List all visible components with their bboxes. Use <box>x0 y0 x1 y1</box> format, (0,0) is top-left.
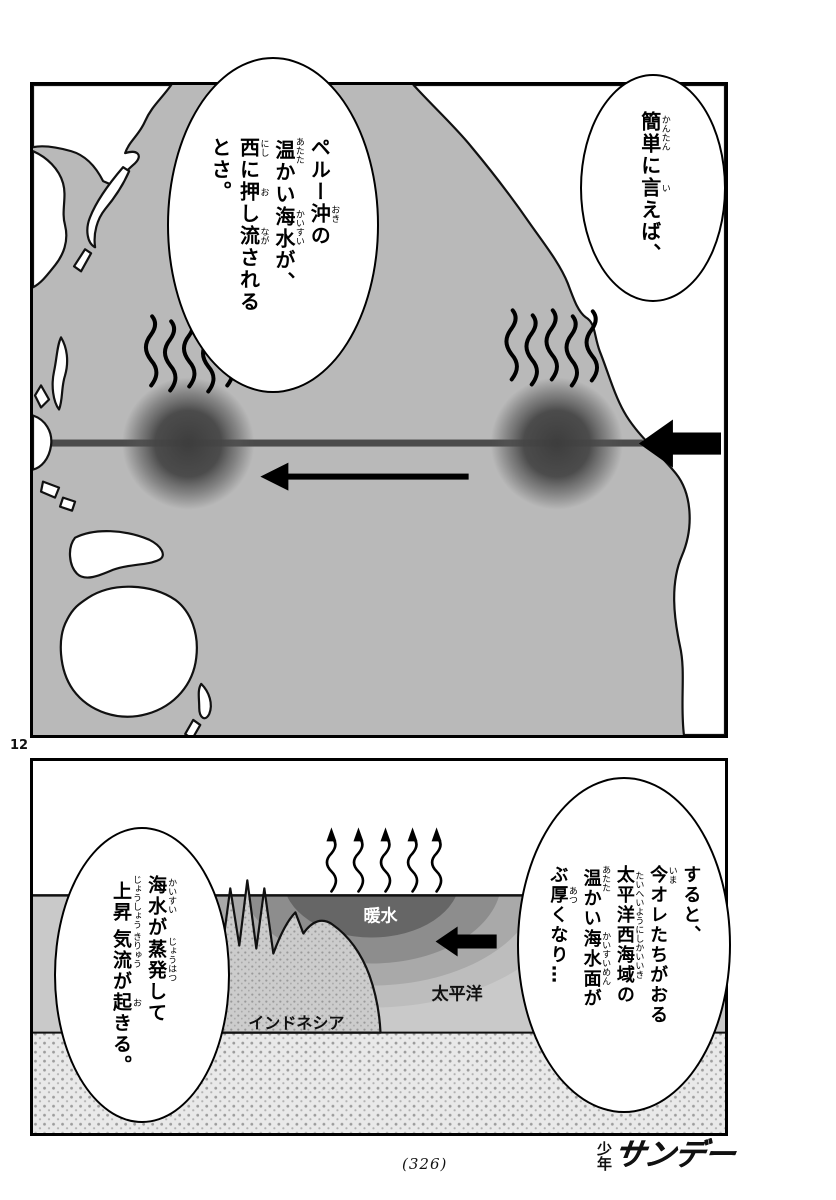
speech-bubble-peru-current: ペルー沖おきの温あたたかい海水かいすいが、西にしに押おし流ながされるとさ。 <box>167 57 379 393</box>
warm-water-blob-west <box>122 377 255 510</box>
text-column: 温あたたかい海水かいすいが、 <box>271 137 304 294</box>
text-column: 上昇じょうしょう気流きりゅうが起おきる。 <box>110 874 141 1076</box>
page-number: 12 <box>10 738 29 753</box>
landmass-siberia <box>33 85 173 189</box>
landmass-borneo <box>33 414 53 471</box>
heat-wave-icon <box>162 319 178 393</box>
heat-wave-icon <box>564 314 580 388</box>
bubble-text: ペルー沖おきの温あたたかい海水かいすいが、西にしに押おし流ながされるとさ。 <box>205 137 342 313</box>
text-column: 簡単かんたんに言いえば、 <box>637 111 670 265</box>
landmass-new-zealand-north <box>197 682 212 720</box>
landmass-philippines <box>51 336 69 411</box>
evaporation-arrow-icon <box>406 827 419 893</box>
text-column: 西にしに押おし流ながされる <box>236 137 269 313</box>
logo-shonen-text: 少年 <box>595 1141 613 1171</box>
evaporation-arrow-icon <box>352 827 365 893</box>
text-column: 海水かいすいが蒸発じょうはつして <box>145 874 177 1024</box>
speech-bubble-thick-layer: すると、今いまオレたちがおる太平洋西海域たいへいようにしかいいきの温あたたかい海… <box>517 777 731 1113</box>
bubble-text: 簡単かんたんに言いえば、 <box>634 111 671 265</box>
west-arrow-icon <box>260 462 469 491</box>
text-column: ペルー沖おきの <box>307 137 340 247</box>
heat-wave-icon <box>544 308 559 382</box>
trade-wind-arrow-icon <box>638 419 721 468</box>
inflow-arrow-icon <box>435 926 497 957</box>
text-column: 温あたたかい海水面かいすいめんが <box>580 865 611 1009</box>
west-arrow-shaft <box>284 473 469 480</box>
text-column: すると、 <box>680 865 702 945</box>
landmass-east-asia <box>33 150 68 289</box>
text-column: ぶ厚あつくなり… <box>547 865 577 985</box>
folio-number: (326) <box>402 1155 448 1173</box>
landmass-australia <box>59 585 198 718</box>
equator-line <box>33 439 643 447</box>
text-column: 今いまオレたちがおる <box>647 865 677 1025</box>
warm-water-label: 暖水 <box>363 905 398 926</box>
shonen-sunday-logo: 少年 サンデー <box>595 1137 737 1173</box>
warm-water-blob-east <box>490 377 623 510</box>
text-column: 太平洋西海域たいへいようにしかいいきの <box>613 865 644 1005</box>
evaporation-arrow-icon <box>379 827 392 893</box>
pacific-label: 太平洋 <box>432 984 483 1005</box>
island-small-3 <box>58 496 77 512</box>
evaporation-arrow-icon <box>430 827 443 893</box>
heat-wave-icon <box>524 313 539 387</box>
landmass-new-zealand-south <box>184 718 202 735</box>
heat-wave-icon <box>504 308 519 382</box>
island-small-2 <box>39 480 61 499</box>
speech-bubble-simply-put: 簡単かんたんに言いえば、 <box>580 74 726 302</box>
evaporation-arrow-icon <box>325 827 338 893</box>
landmass-japan-south <box>72 248 93 273</box>
bubble-text: すると、今いまオレたちがおる太平洋西海域たいへいようにしかいいきの温あたたかい海… <box>544 865 705 1025</box>
landmass-japan <box>86 166 131 249</box>
speech-bubble-evaporation: 海水かいすいが蒸発じょうはつして上昇じょうしょう気流きりゅうが起おきる。 <box>54 827 230 1123</box>
bubble-text: 海水かいすいが蒸発じょうはつして上昇じょうしょう気流きりゅうが起おきる。 <box>106 875 178 1076</box>
heat-wave-icon <box>143 314 159 388</box>
west-arrow-head <box>260 462 289 491</box>
logo-sunday-text: サンデー <box>611 1137 737 1173</box>
evaporation-arrow-icons <box>325 827 443 893</box>
text-column: とさ。 <box>208 137 233 203</box>
indonesia-label: インドネシア <box>248 1014 344 1033</box>
heat-wave-icon <box>584 309 600 383</box>
landmass-new-guinea <box>68 530 164 579</box>
island-small-1 <box>33 384 51 409</box>
